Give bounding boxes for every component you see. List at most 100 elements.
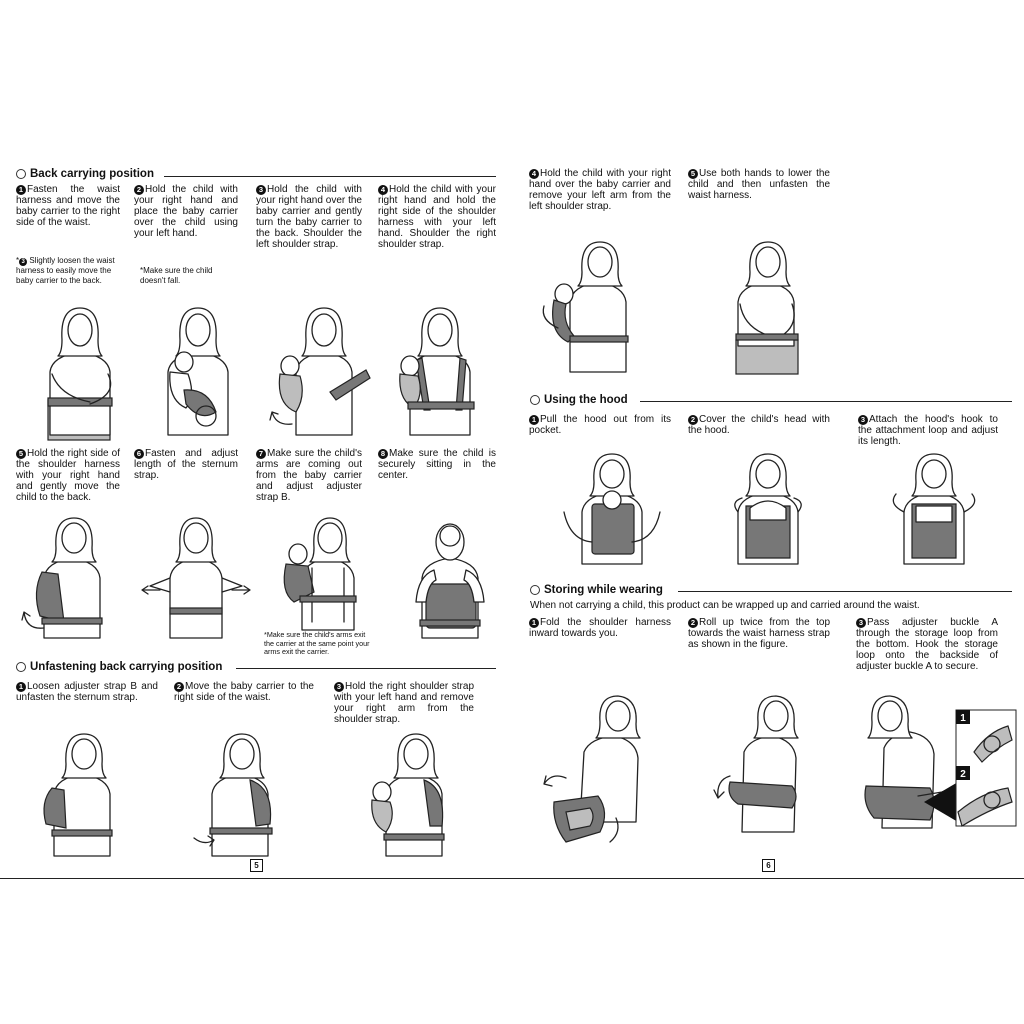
step-number-badge: 3 — [334, 682, 344, 692]
step-number-badge: 5 — [688, 169, 698, 179]
step-text: Use both hands to lower the child and th… — [688, 168, 830, 201]
note-text: Slightly loosen the waist harness to eas… — [16, 256, 115, 285]
section-title: Back carrying position — [30, 168, 154, 180]
figure-remove-left-arm — [542, 241, 629, 373]
step-number-badge: 1 — [16, 185, 26, 195]
figure-shoulder-right-strap — [399, 307, 475, 436]
step-text: Pull the hood out from its pocket. — [529, 414, 671, 436]
inset-label-2: 2 — [960, 769, 966, 780]
step-number-badge: 7 — [256, 449, 266, 459]
step-text: Hold the child with your right hand over… — [256, 184, 362, 250]
step-text: Roll up twice from the top towards the w… — [688, 617, 830, 650]
section-divider — [236, 668, 496, 669]
step-text: Hold the right shoulder strap with your … — [334, 681, 474, 725]
figure-sternum-strap — [141, 517, 251, 639]
step-number-badge: 3 — [256, 185, 266, 195]
note-text: Make sure the child doesn't fall. — [140, 266, 213, 285]
step-number-badge: 2 — [688, 415, 698, 425]
figure-fasten-waist — [47, 307, 113, 441]
section-title: Unfastening back carrying position — [30, 661, 223, 673]
step-text: Fold the shoulder harness inward towards… — [529, 617, 671, 639]
step-number-badge: 4 — [529, 169, 539, 179]
storing-intro: When not carrying a child, this product … — [530, 600, 920, 611]
step-text: Attach the hood's hook to the attachment… — [858, 414, 998, 447]
section-divider — [678, 591, 1012, 592]
figure-adjust-strap-b — [283, 517, 357, 631]
step-number-badge: 4 — [378, 185, 388, 195]
step-text: Fasten and adjust length of the sternum … — [134, 448, 238, 481]
circle-bullet-icon — [16, 169, 26, 179]
step-number-badge: 5 — [16, 449, 26, 459]
note-child-arms-exit: *Make sure the child's arms exit the car… — [264, 630, 370, 656]
note-loosen-waist: *3 Slightly loosen the waist harness to … — [16, 256, 115, 285]
page-bottom-rule — [0, 878, 1024, 879]
step-text: Pass adjuster buckle A through the stora… — [856, 617, 998, 672]
step-number-badge: 3 — [858, 415, 868, 425]
step-number-badge: 2 — [174, 682, 184, 692]
figure-move-carrier-side — [193, 733, 273, 857]
figure-roll-up — [713, 695, 799, 833]
step-text: Loosen adjuster strap B and unfasten the… — [16, 681, 158, 703]
step-text: Hold the right side of the shoulder harn… — [16, 448, 120, 503]
page-number: 5 — [250, 859, 263, 872]
step-text: Hold the child with your right hand over… — [529, 168, 671, 212]
step-number-badge: 3 — [856, 618, 866, 628]
section-title: Using the hood — [544, 394, 628, 406]
step-number-badge: 1 — [529, 618, 539, 628]
step-text: Hold the child with your right hand and … — [134, 184, 238, 239]
step-number-badge: 1 — [529, 415, 539, 425]
figure-pass-buckle: 1 2 — [864, 695, 1017, 829]
circle-bullet-icon — [16, 662, 26, 672]
figure-move-child-back — [21, 517, 103, 639]
step-number-badge: 3 — [19, 258, 28, 266]
step-text: Cover the child's head with the hood. — [688, 414, 830, 436]
figure-lower-child — [735, 241, 799, 375]
section-storing-heading: Storing while wearing — [530, 584, 663, 596]
step-number-badge: 2 — [134, 185, 144, 195]
figure-cover-head — [734, 453, 802, 565]
step-text: Fasten the waist harness and move the ba… — [16, 184, 120, 228]
figure-attach-hook — [892, 453, 976, 565]
figure-pull-hood — [563, 453, 661, 565]
figure-place-carrier — [167, 307, 229, 436]
step-text: Make sure the child's arms are coming ou… — [256, 448, 362, 503]
inset-label-1: 1 — [960, 713, 966, 724]
step-number-badge: 2 — [688, 618, 698, 628]
note-text: Make sure the child's arms exit the carr… — [264, 630, 370, 656]
step-number-badge: 6 — [134, 449, 144, 459]
figure-fold-harness — [543, 695, 641, 843]
section-hood-heading: Using the hood — [530, 394, 628, 406]
step-text: Move the baby carrier to the right side … — [174, 681, 314, 703]
figure-turn-carrier — [269, 307, 371, 436]
circle-bullet-icon — [530, 585, 540, 595]
step-number-badge: 1 — [16, 682, 26, 692]
section-back-carrying-heading: Back carrying position — [16, 168, 154, 180]
figure-remove-right-arm — [371, 733, 445, 857]
section-divider — [164, 176, 496, 177]
section-divider — [640, 401, 1012, 402]
figure-loosen-strap-b — [43, 733, 113, 857]
step-text: Hold the child with your right hand and … — [378, 184, 496, 250]
circle-bullet-icon — [530, 395, 540, 405]
figure-child-centered — [415, 523, 485, 639]
